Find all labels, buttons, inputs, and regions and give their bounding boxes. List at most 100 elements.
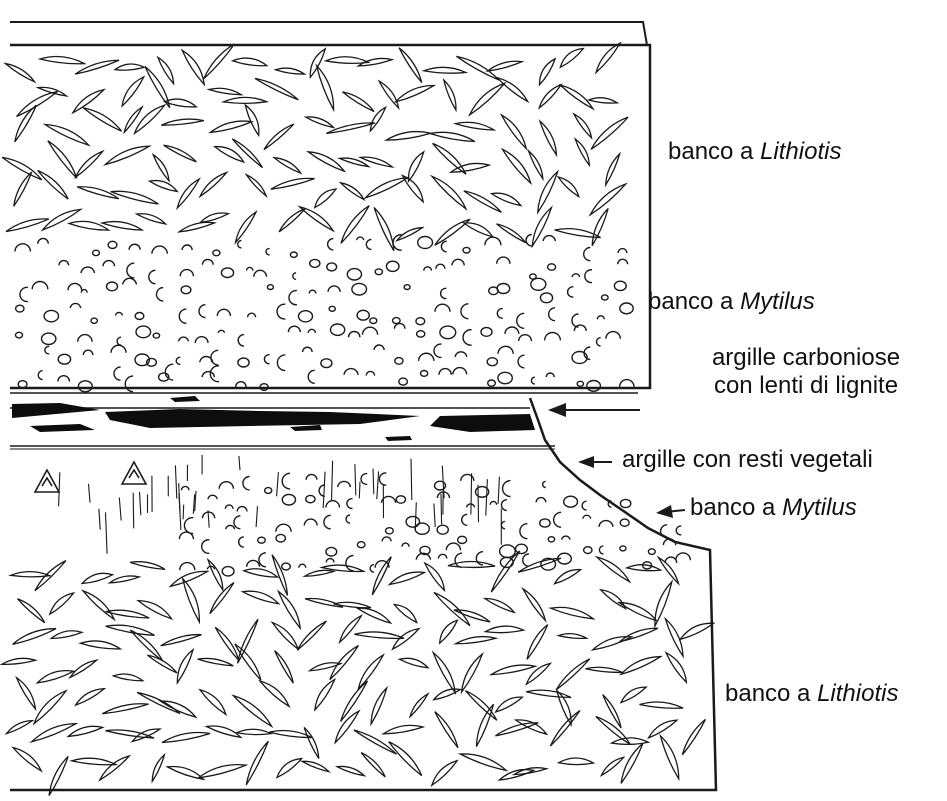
mytilus-fragment bbox=[202, 540, 210, 554]
lithiotis-shell bbox=[129, 627, 165, 661]
mytilus-fragment bbox=[526, 235, 532, 246]
mytilus-fragment bbox=[399, 378, 408, 385]
lithiotis-shell bbox=[524, 660, 552, 685]
lithiotis-shell bbox=[536, 56, 557, 85]
mytilus-fragment bbox=[129, 244, 140, 250]
mytilus-fragment bbox=[179, 309, 186, 323]
lithiotis-shell bbox=[639, 700, 683, 709]
mytilus-fragment bbox=[329, 306, 335, 311]
lithiotis-shell bbox=[487, 58, 523, 72]
mytilus-fragment bbox=[277, 355, 285, 371]
label-upper-mytilus: banco a Mytilus bbox=[648, 288, 815, 316]
lithiotis-shell bbox=[152, 153, 172, 182]
mytilus-fragment bbox=[545, 332, 561, 340]
mytilus-fragment bbox=[370, 565, 374, 573]
mytilus-fragment bbox=[441, 241, 446, 252]
lithiotis-shell bbox=[664, 617, 687, 657]
lithiotis-shell bbox=[388, 739, 425, 777]
lithiotis-shell bbox=[274, 649, 296, 684]
mytilus-fragment bbox=[421, 371, 428, 377]
lithiotis-shell bbox=[113, 672, 143, 682]
mytilus-fragment bbox=[572, 274, 580, 277]
mytilus-fragment bbox=[91, 318, 97, 323]
lithiotis-shell bbox=[574, 137, 592, 165]
lithiotis-shell bbox=[15, 676, 38, 710]
mytilus-fragment bbox=[488, 380, 496, 386]
mytilus-fragment bbox=[289, 291, 297, 305]
mytilus-fragment bbox=[78, 335, 92, 342]
lithiotis-shell bbox=[522, 587, 549, 622]
mytilus-fragment bbox=[501, 500, 506, 511]
mytilus-fragment bbox=[395, 358, 403, 365]
upper-bench-outline bbox=[10, 45, 650, 388]
lithiotis-shell bbox=[659, 734, 683, 780]
lithiotis-shell bbox=[432, 216, 471, 247]
mytilus-fragment bbox=[282, 473, 290, 489]
mytilus-fragment bbox=[208, 495, 217, 499]
mytilus-fragment bbox=[554, 512, 561, 527]
plant-remain-mark bbox=[106, 512, 108, 554]
mytilus-fragment bbox=[620, 546, 626, 551]
arrow-carbonaceous-clay-head bbox=[548, 403, 566, 417]
lithiotis-shell bbox=[619, 683, 647, 704]
mytilus-fragment bbox=[463, 247, 470, 253]
mytilus-fragment bbox=[236, 382, 246, 387]
label-plant-remains-clay-text: argille con resti vegetali bbox=[622, 446, 873, 473]
lithiotis-shell bbox=[149, 753, 165, 781]
lithiotis-shell bbox=[254, 75, 299, 100]
mytilus-fragment bbox=[282, 494, 295, 505]
mytilus-fragment bbox=[487, 358, 497, 366]
lithiotis-shell bbox=[602, 693, 624, 728]
mytilus-fragment bbox=[585, 270, 592, 283]
lithiotis-shell bbox=[270, 175, 315, 190]
lithiotis-shell bbox=[554, 656, 591, 690]
lithiotis-shell bbox=[110, 187, 159, 205]
mytilus-fragment bbox=[676, 553, 691, 560]
lithiotis-shell bbox=[47, 138, 80, 179]
mytilus-fragment bbox=[259, 553, 266, 567]
mytilus-fragment bbox=[125, 376, 133, 392]
lithiotis-shell bbox=[311, 677, 336, 711]
lithiotis-shell bbox=[536, 82, 562, 109]
mytilus-fragment bbox=[265, 488, 272, 494]
lignite-lens-2 bbox=[105, 409, 420, 428]
plant-remains-clay-fill bbox=[35, 455, 501, 554]
lithiotis-shell bbox=[161, 117, 204, 126]
plant-remain-mark bbox=[478, 485, 479, 523]
mytilus-fragment bbox=[213, 250, 220, 256]
mytilus-fragment bbox=[415, 523, 429, 534]
lithiotis-shell bbox=[161, 729, 210, 744]
mytilus-fragment bbox=[394, 323, 405, 328]
lithiotis-shell bbox=[458, 652, 484, 693]
mytilus-fragment bbox=[357, 310, 369, 320]
mytilus-fragment bbox=[618, 249, 627, 253]
mytilus-fragment bbox=[218, 330, 224, 333]
mytilus-fragment bbox=[93, 250, 100, 255]
upper-bench-top-edge bbox=[10, 22, 647, 45]
lithiotis-shell bbox=[383, 723, 424, 736]
mytilus-fragment bbox=[103, 261, 115, 267]
lithiotis-shell bbox=[500, 112, 530, 149]
plant-remain-mark bbox=[183, 505, 184, 520]
lithiotis-shell bbox=[237, 729, 271, 735]
mytilus-fragment bbox=[157, 288, 164, 301]
mytilus-fragment bbox=[540, 293, 552, 303]
mytilus-fragment bbox=[497, 309, 502, 319]
mytilus-fragment bbox=[123, 278, 137, 284]
mytilus-fragment bbox=[370, 318, 377, 324]
lithiotis-shell bbox=[327, 643, 360, 681]
lithiotis-shell bbox=[17, 596, 47, 623]
mytilus-fragment bbox=[503, 481, 511, 497]
mytilus-fragment bbox=[516, 544, 528, 553]
lithiotis-shell bbox=[243, 740, 269, 786]
mytilus-fragment bbox=[440, 326, 456, 339]
mytilus-fragment bbox=[308, 370, 314, 383]
mytilus-fragment bbox=[531, 377, 534, 384]
label-lower-lithiotis-taxon: Lithiotis bbox=[817, 680, 898, 707]
mytilus-fragment bbox=[461, 304, 468, 319]
lithiotis-shell bbox=[68, 657, 97, 678]
lithiotis-shell bbox=[388, 568, 425, 586]
mytilus-fragment bbox=[452, 259, 464, 265]
plant-remain-mark bbox=[355, 464, 356, 495]
mytilus-fragment bbox=[505, 327, 519, 334]
